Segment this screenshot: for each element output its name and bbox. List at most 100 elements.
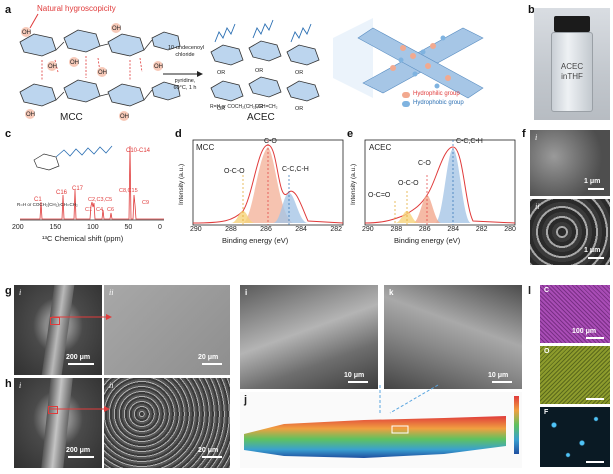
panel-label-a: a	[5, 4, 12, 16]
xps-acec-ann-oco: O-C-O	[398, 180, 419, 187]
sem-h-ii: ii 20 μm	[104, 378, 230, 468]
nmr-r-group: R=H or COCH₂(CH₂)₇CH=CH₂	[17, 202, 78, 207]
sem-h-i-roi	[48, 406, 58, 414]
svg-text:OR: OR	[295, 70, 303, 76]
xps-acec-xlabel: Binding energy (eV)	[394, 236, 461, 245]
svg-text:OR: OR	[295, 106, 303, 112]
peak-label-c9: C9	[142, 200, 150, 206]
svg-text:OH: OH	[154, 64, 163, 70]
panel-label-h: h	[5, 378, 12, 390]
panel-label-e: e	[347, 128, 354, 140]
sem-f-i-scale: 1 μm	[584, 178, 601, 185]
sem-g-ii-label: ii	[109, 288, 114, 297]
sem-f-ii-label: ii	[535, 202, 540, 211]
reaction-conditions: 10-undecenoyl chloride	[168, 45, 205, 58]
j-to-i-connector	[379, 384, 439, 414]
peak-label-c1: C1	[34, 197, 42, 203]
svg-text:OH: OH	[98, 70, 107, 76]
sem-f-ii-scale: 1 μm	[584, 247, 601, 254]
g-zoom-arrow	[52, 314, 112, 320]
legend-hydrophilic: Hydrophilic group	[413, 91, 460, 97]
hygroscopicity-label: Natural hygroscopicity	[37, 4, 116, 13]
eds-map-c-label: C	[544, 287, 550, 294]
sem-i-label: i	[245, 288, 248, 297]
reaction-conditions-2: pyridine, 60°C, 1 h	[173, 78, 197, 91]
sem-h-ii-label: ii	[109, 381, 114, 390]
xps-acec-chart	[364, 139, 516, 226]
h-zoom-arrow	[50, 406, 110, 412]
sem-f-i: i 1 μm	[530, 130, 610, 196]
sem-h-ii-scalebar	[202, 456, 222, 458]
sem-k-scale: 10 μm	[488, 372, 509, 379]
xps-acec-ann-cc: C-C,C-H	[456, 138, 483, 145]
xps-acec-ylabel: Intensity (a.u.)	[350, 163, 357, 205]
peak-label-c6: C6	[107, 207, 115, 213]
xps-mcc-ylabel: Intensity (a.u.)	[178, 163, 185, 205]
colorbar	[514, 396, 519, 454]
nmr-spectrum	[20, 145, 164, 221]
sem-g-i-fiber	[41, 285, 75, 375]
peak-label-c10-c14: C10-C14	[126, 148, 151, 154]
acec-r-group: R=H or COCH₂(CH₂)₇CH=CH₂	[210, 104, 278, 110]
peak-label-c8c15: C8,C15	[119, 188, 138, 194]
peak-label-c1-b: C1	[85, 207, 93, 213]
xps-mcc-ann-oco: O-C-O	[224, 168, 245, 175]
svg-text:OH: OH	[70, 60, 79, 66]
eds-map-c-scale: 100 μm	[572, 328, 597, 335]
mcc-rings-drawing: OH OH OH OH OH OH OH OH	[19, 23, 181, 121]
sem-g-ii-scalebar	[202, 363, 222, 365]
sem-k-scalebar	[492, 381, 512, 383]
svg-text:OH: OH	[26, 112, 35, 118]
sem-g-i-label: i	[19, 288, 22, 297]
panel-label-f: f	[522, 128, 526, 140]
sem-h-i: i 200 μm	[14, 378, 102, 468]
acec-3d-model	[333, 18, 484, 99]
panel-label-d: d	[175, 128, 182, 140]
sem-i-scalebar	[348, 381, 368, 383]
panel-j: j	[240, 392, 522, 468]
sem-h-i-label: i	[19, 381, 22, 390]
peak-label-c17: C17	[72, 186, 84, 192]
svg-text:OH: OH	[22, 30, 31, 36]
eds-map-c: C 100 μm	[540, 285, 610, 343]
sem-f-ii-scalebar	[588, 257, 604, 259]
hydrophobic-swatch	[402, 101, 410, 107]
panel-label-j: j	[244, 394, 248, 406]
sem-g-i-scale: 200 μm	[66, 354, 91, 361]
vial-body	[551, 32, 593, 112]
xps-mcc-chart	[192, 139, 344, 226]
reaction-arrow	[163, 71, 203, 77]
vial-cap	[554, 16, 590, 32]
sem-i-scale: 10 μm	[344, 372, 365, 379]
legend-hydrophobic: Hydrophobic group	[413, 100, 464, 106]
peak-label-c2c3c5: C2,C3,C5	[88, 197, 113, 203]
sem-g-i: i 200 μm	[14, 285, 102, 375]
xps-mcc-ann-cc: C-C,C-H	[282, 166, 309, 173]
panel-label-c: c	[5, 128, 12, 140]
height-map-surface	[244, 416, 506, 458]
eds-map-o-scalebar	[586, 398, 604, 400]
sem-k: k 10 μm	[384, 285, 522, 389]
xps-mcc-ann-co: C-O	[264, 138, 277, 145]
eds-map-c-scalebar	[586, 337, 604, 339]
nmr-x-label: ¹³C Chemical shift (ppm)	[42, 234, 124, 243]
panel-label-l: l	[528, 285, 532, 297]
svg-text:OH: OH	[112, 26, 121, 32]
svg-text:OR: OR	[217, 70, 225, 76]
svg-text:OH: OH	[120, 114, 129, 120]
panel-label-g: g	[5, 285, 12, 297]
eds-map-o: O	[540, 346, 610, 404]
sem-h-ii-scale: 20 μm	[198, 447, 219, 454]
panel-label-b: b	[528, 4, 535, 16]
sem-i: i 10 μm	[240, 285, 378, 389]
hydrophilic-swatch	[402, 92, 410, 98]
sem-h-i-scale: 200 μm	[66, 447, 91, 454]
mcc-label: MCC	[60, 112, 83, 123]
peak-label-c4: C4	[96, 207, 104, 213]
sem-h-i-scalebar	[68, 456, 94, 458]
sem-h-i-fiber	[41, 378, 73, 468]
sem-g-i-scalebar	[68, 363, 94, 365]
svg-text:OH: OH	[48, 64, 57, 70]
